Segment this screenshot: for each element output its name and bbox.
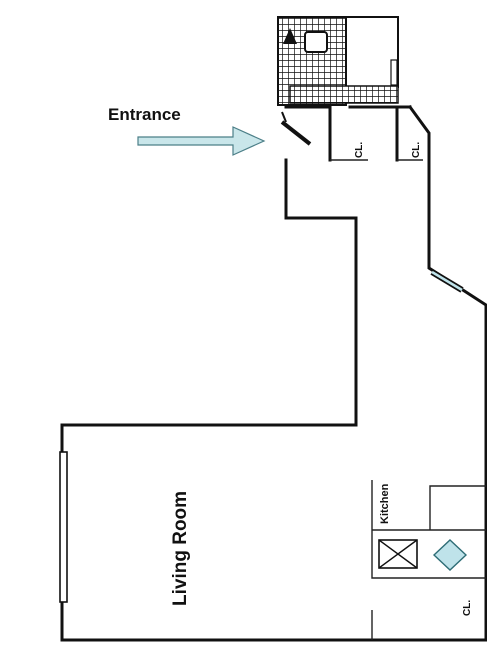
- kitchen-counter: [371, 530, 486, 579]
- sink-icon: [304, 31, 328, 53]
- bathroom-lower-floor: [289, 85, 399, 104]
- closet-label: CL.: [354, 142, 365, 158]
- living-room-label: Living Room: [170, 491, 191, 606]
- window-icon: [431, 270, 463, 292]
- entrance-door-jamb: [281, 111, 287, 123]
- bathtub: [345, 16, 399, 88]
- kitchen-label: Kitchen: [379, 483, 391, 524]
- kitchen: [371, 480, 486, 640]
- kitchen-partition: [429, 485, 486, 530]
- entry-hall-wall: [60, 104, 487, 642]
- closet-label: CL.: [411, 142, 422, 158]
- entrance-door: [280, 120, 312, 146]
- stove-icon-cross: [378, 539, 418, 569]
- window-icon: [390, 59, 398, 86]
- living-room-window: [59, 451, 68, 603]
- bathroom: [277, 16, 399, 106]
- entrance-arrow-icon: [137, 126, 266, 156]
- kitchen-sink-icon: [432, 539, 468, 571]
- toilet-icon: [283, 28, 297, 44]
- closet-label: CL.: [462, 600, 473, 616]
- entrance-label: Entrance: [108, 105, 181, 124]
